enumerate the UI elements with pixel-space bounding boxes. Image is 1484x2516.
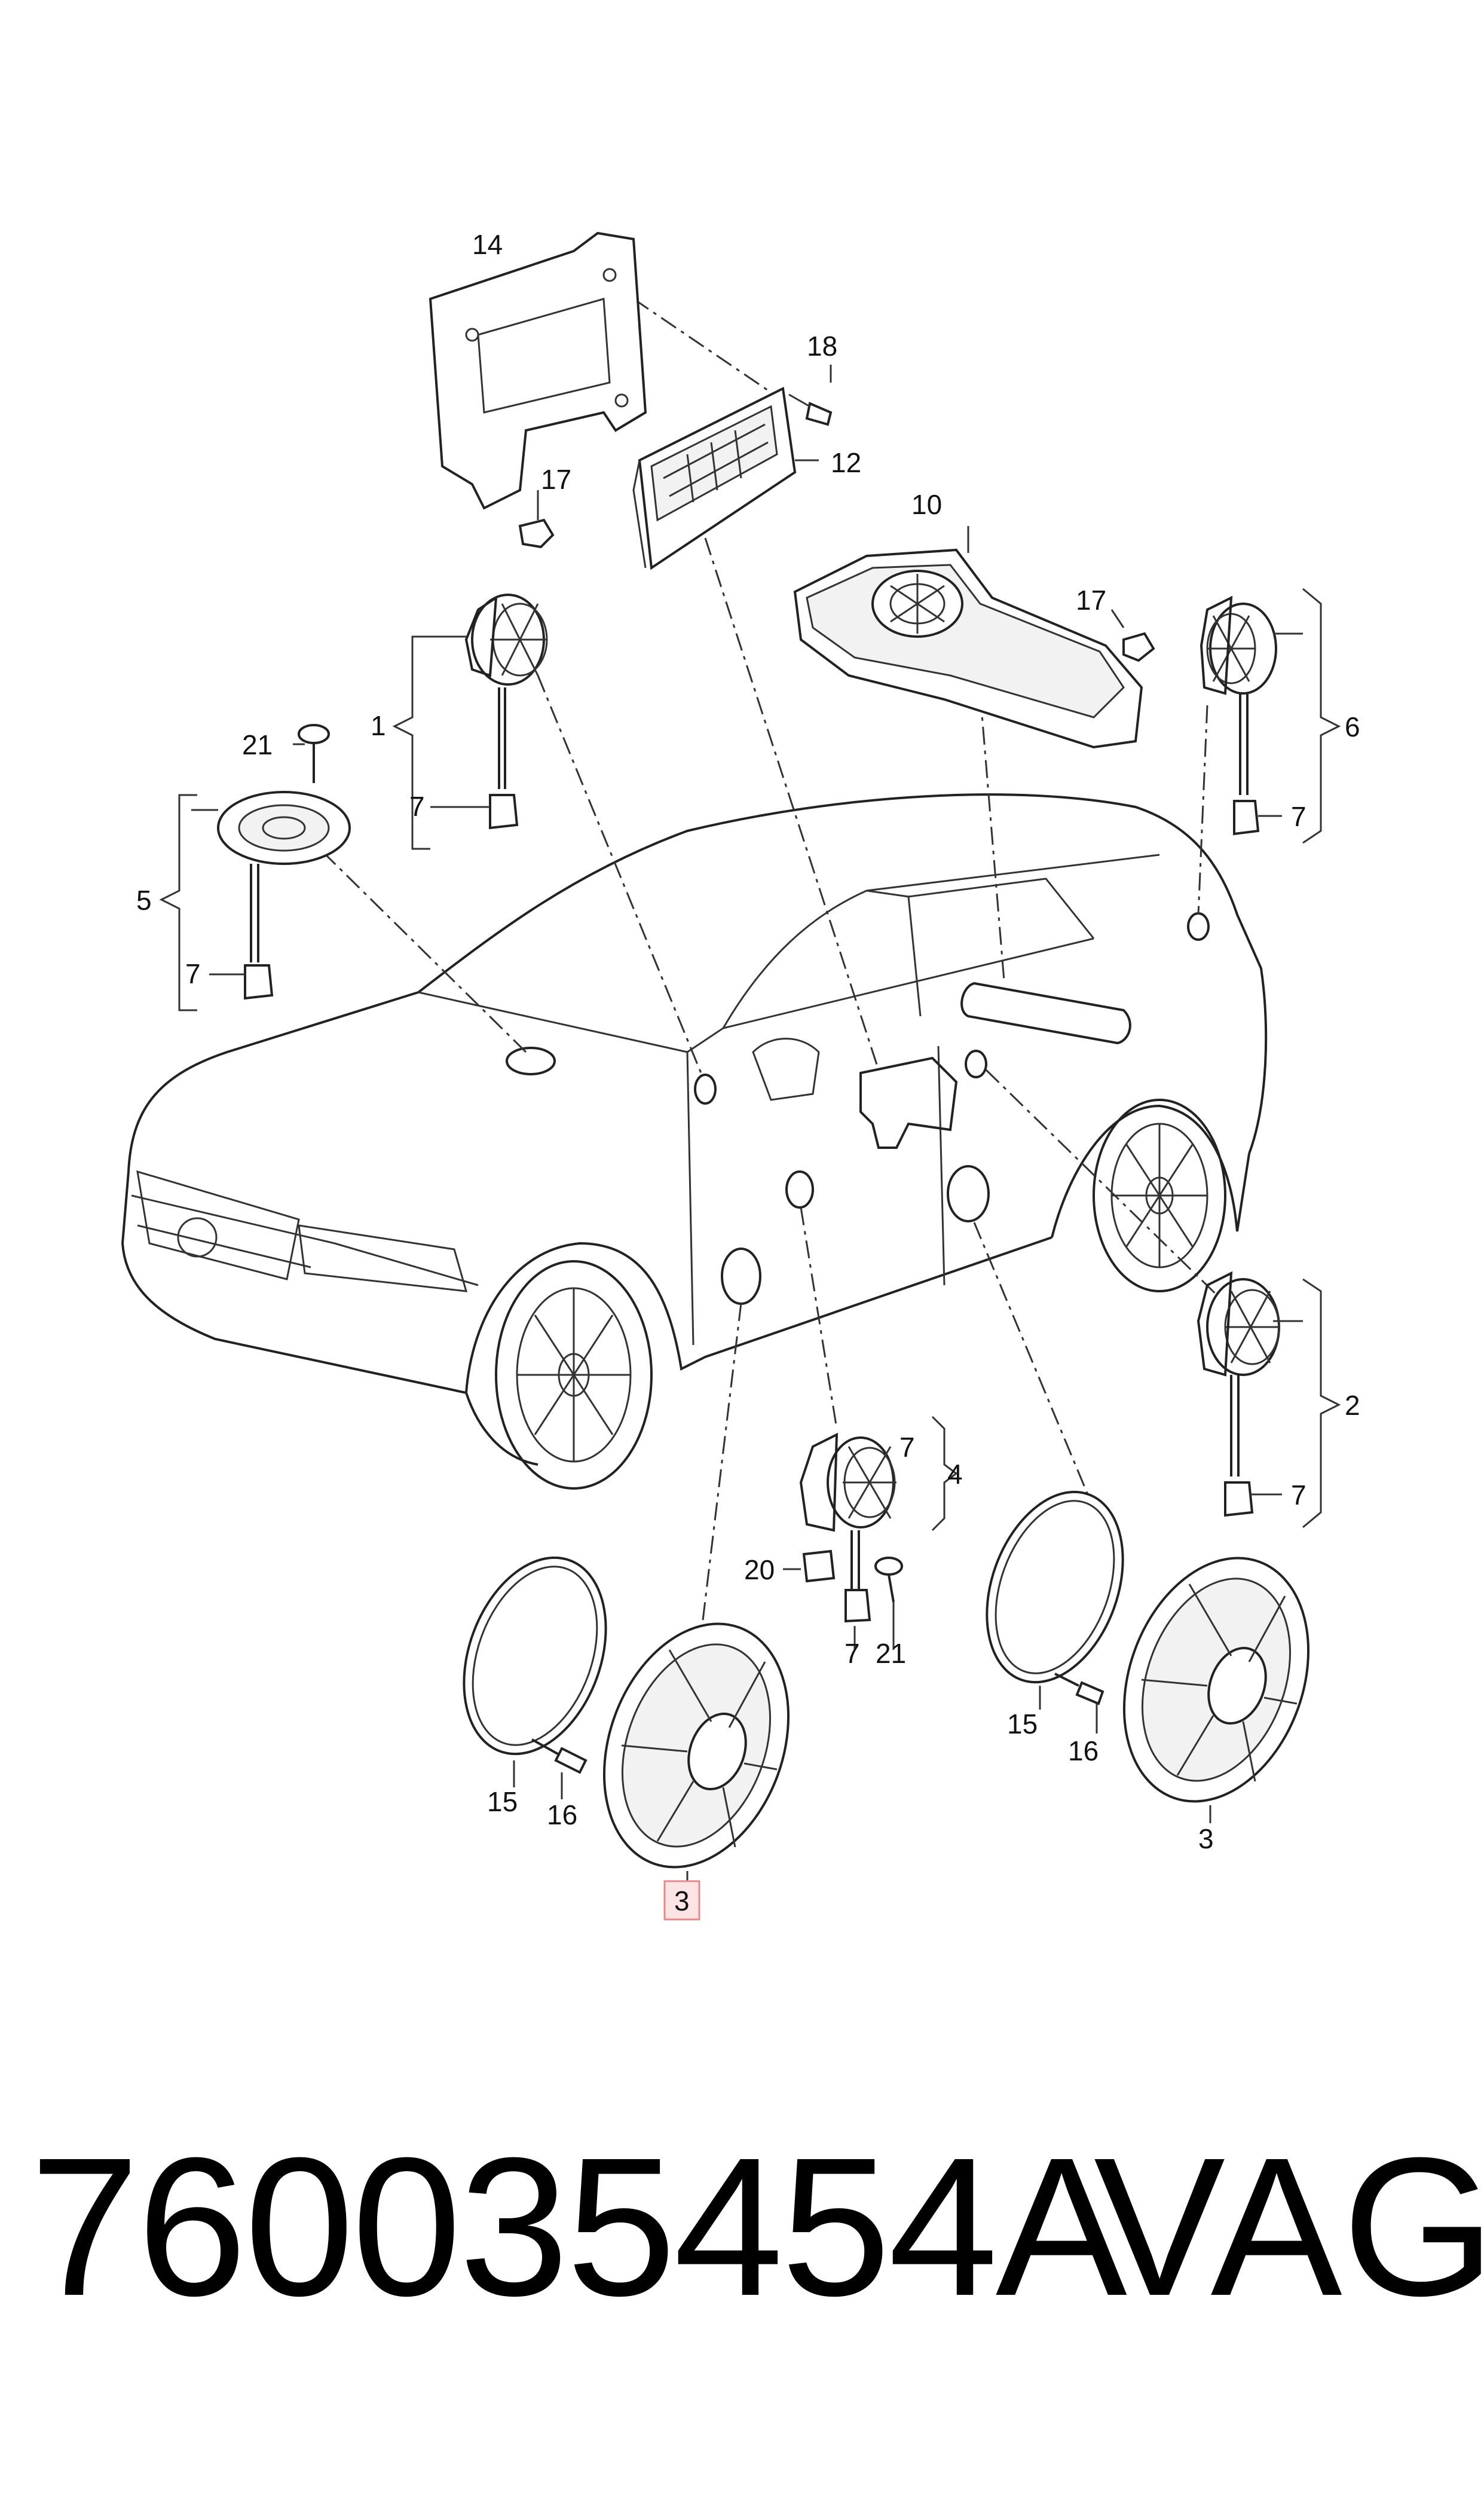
callout-3a-highlighted: 3 (674, 1885, 690, 1916)
part-number: 760035454A (30, 2116, 1127, 2337)
callout-17b: 17 (1076, 585, 1106, 616)
callout-7b: 7 (1291, 801, 1306, 832)
callout-15a: 15 (487, 1786, 518, 1817)
callout-7f: 7 (844, 1638, 860, 1669)
callout-7a: 7 (409, 791, 425, 822)
callout-21b: 21 (876, 1638, 906, 1669)
callout-12: 12 (831, 447, 861, 478)
part-16-screw-left (531, 1738, 588, 1774)
car-outline (121, 793, 1268, 1490)
part-15-seal-ring-left (463, 1556, 607, 1756)
callout-2: 2 (1345, 1390, 1360, 1421)
install-location-markers (506, 912, 1210, 1305)
part-3-woofer-right (1122, 1557, 1310, 1803)
highlighted-callout-box (663, 1880, 700, 1921)
callout-14: 14 (472, 229, 503, 260)
callout-10: 10 (911, 489, 942, 520)
parts-diagram: 14 18 12 17 10 17 1 21 7 6 7 5 7 2 7 7 4… (121, 229, 1360, 1921)
part-20-clip (802, 1549, 836, 1583)
callout-4: 4 (947, 1459, 963, 1490)
callout-7d: 7 (1291, 1479, 1306, 1511)
part-4-tweeter (799, 1432, 896, 1623)
part-12-amplifier (632, 386, 797, 570)
part-2-speaker (1197, 1271, 1280, 1517)
callout-1: 1 (371, 710, 386, 741)
callout-21a: 21 (242, 729, 273, 760)
callout-16a: 16 (547, 1799, 577, 1830)
part-15-seal-ring-right (986, 1490, 1124, 1684)
part-3-woofer-left (602, 1622, 790, 1869)
callout-labels: 14 18 12 17 10 17 1 21 7 6 7 5 7 2 7 7 4… (136, 229, 1360, 1921)
callout-7c: 7 (185, 958, 201, 989)
part-1-tweeter (464, 594, 548, 830)
part-16-screw-right (1054, 1673, 1104, 1705)
part-6-tweeter (1200, 595, 1277, 836)
part-21-screw-lower (874, 1557, 903, 1603)
callout-5: 5 (136, 885, 152, 916)
callout-18: 18 (807, 331, 837, 362)
part-18-screw (788, 393, 833, 426)
callout-20: 20 (744, 1554, 775, 1585)
callout-7e: 7 (899, 1432, 915, 1463)
part-17-nut-left (518, 518, 555, 549)
callout-6: 6 (1345, 711, 1360, 742)
footer: 760035454A VAG (0, 2128, 1484, 2367)
part-17-nut-right (1122, 632, 1155, 662)
part-14-bracket (429, 231, 647, 510)
callout-17a: 17 (541, 464, 571, 495)
brand-name: VAG (1094, 2116, 1484, 2337)
part-5-speaker (217, 791, 351, 1000)
callout-15b: 15 (1007, 1708, 1038, 1740)
group-braces (159, 365, 1341, 1883)
part-10-subwoofer (793, 548, 1143, 749)
callout-3b: 3 (1198, 1823, 1214, 1854)
part-21-screw-left (298, 724, 330, 783)
callout-16b: 16 (1068, 1735, 1099, 1766)
leader-lines (322, 298, 1226, 1650)
